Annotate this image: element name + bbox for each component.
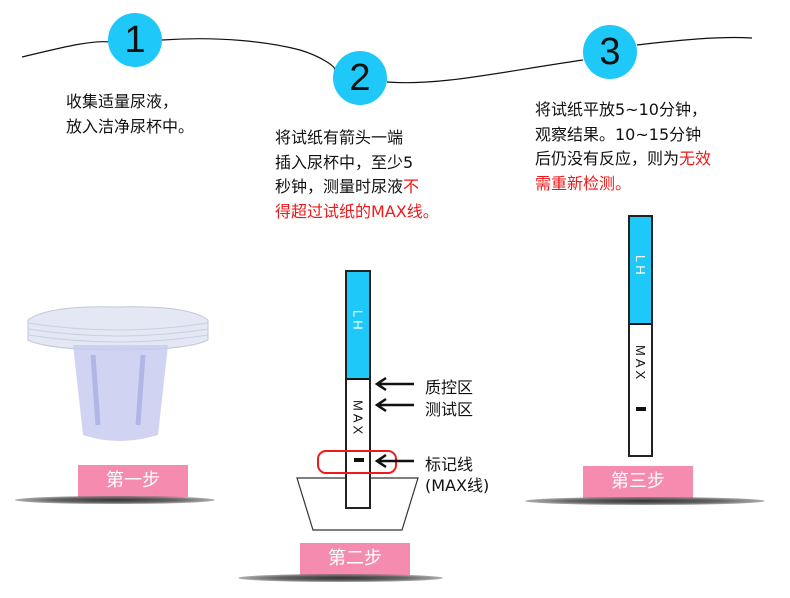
brand-text: LH [633,255,648,278]
step-3-text: 将试纸平放5~10分钟， 观察结果。10~15分钟 后仍没有反应，则为无效 需重… [535,98,711,196]
arrow-icons [374,376,414,469]
text-line-part: 秒钟，测量时尿液 [275,177,404,196]
strip-handle: LH [630,217,651,325]
test-strip-dipped: LH MAX [345,270,371,509]
mark-line-label: 标记线 [425,455,474,474]
warning-text: 不 [403,177,420,196]
max-mark [636,407,646,411]
text-line: 秒钟，测量时尿液不 [275,175,439,200]
text-line-part: 后仍没有反应，则为 [535,149,680,168]
step-1-badge: 1 [108,13,162,67]
text-line: 放入洁净尿杯中。 [66,116,195,136]
step-3-badge: 3 [583,25,637,79]
text-line: 将试纸有箭头一端 [275,128,404,147]
text-line: 观察结果。10~15分钟 [535,124,702,144]
warning-text: 得超过试纸的MAX线。 [275,201,439,221]
step-1-text: 收集适量尿液， 放入洁净尿杯中。 [66,90,194,139]
max-text: MAX [633,345,648,383]
text-line: 将试纸平放5~10分钟， [535,100,707,119]
text-line: 插入尿杯中，至少5 [275,152,414,172]
test-strip-flat: LH MAX [628,215,653,457]
max-line-label: (MAX线) [425,476,490,495]
shadow-line [238,574,443,582]
max-mark [354,458,364,462]
step-2-text: 将试纸有箭头一端 插入尿杯中，至少5 秒钟，测量时尿液不 得超过试纸的MAX线。 [275,126,439,224]
brand-text: LH [350,310,366,333]
test-zone-label: 测试区 [425,400,474,419]
warning-text: 无效 [679,149,712,168]
shadow-line [15,496,215,504]
text-line: 后仍没有反应，则为无效 [535,147,711,172]
urine-cup-image [27,306,209,441]
step-2-label: 第二步 [300,543,410,575]
control-zone-label: 质控区 [425,378,474,397]
step-1-label: 第一步 [78,465,188,497]
warning-text: 需重新检测。 [535,173,632,193]
shadow-line [525,497,765,505]
strip-handle: LH [347,272,369,380]
step-2-badge: 2 [333,51,387,105]
step-3-label: 第三步 [583,466,693,498]
text-line: 收集适量尿液， [66,92,179,111]
max-text: MAX [350,400,366,438]
